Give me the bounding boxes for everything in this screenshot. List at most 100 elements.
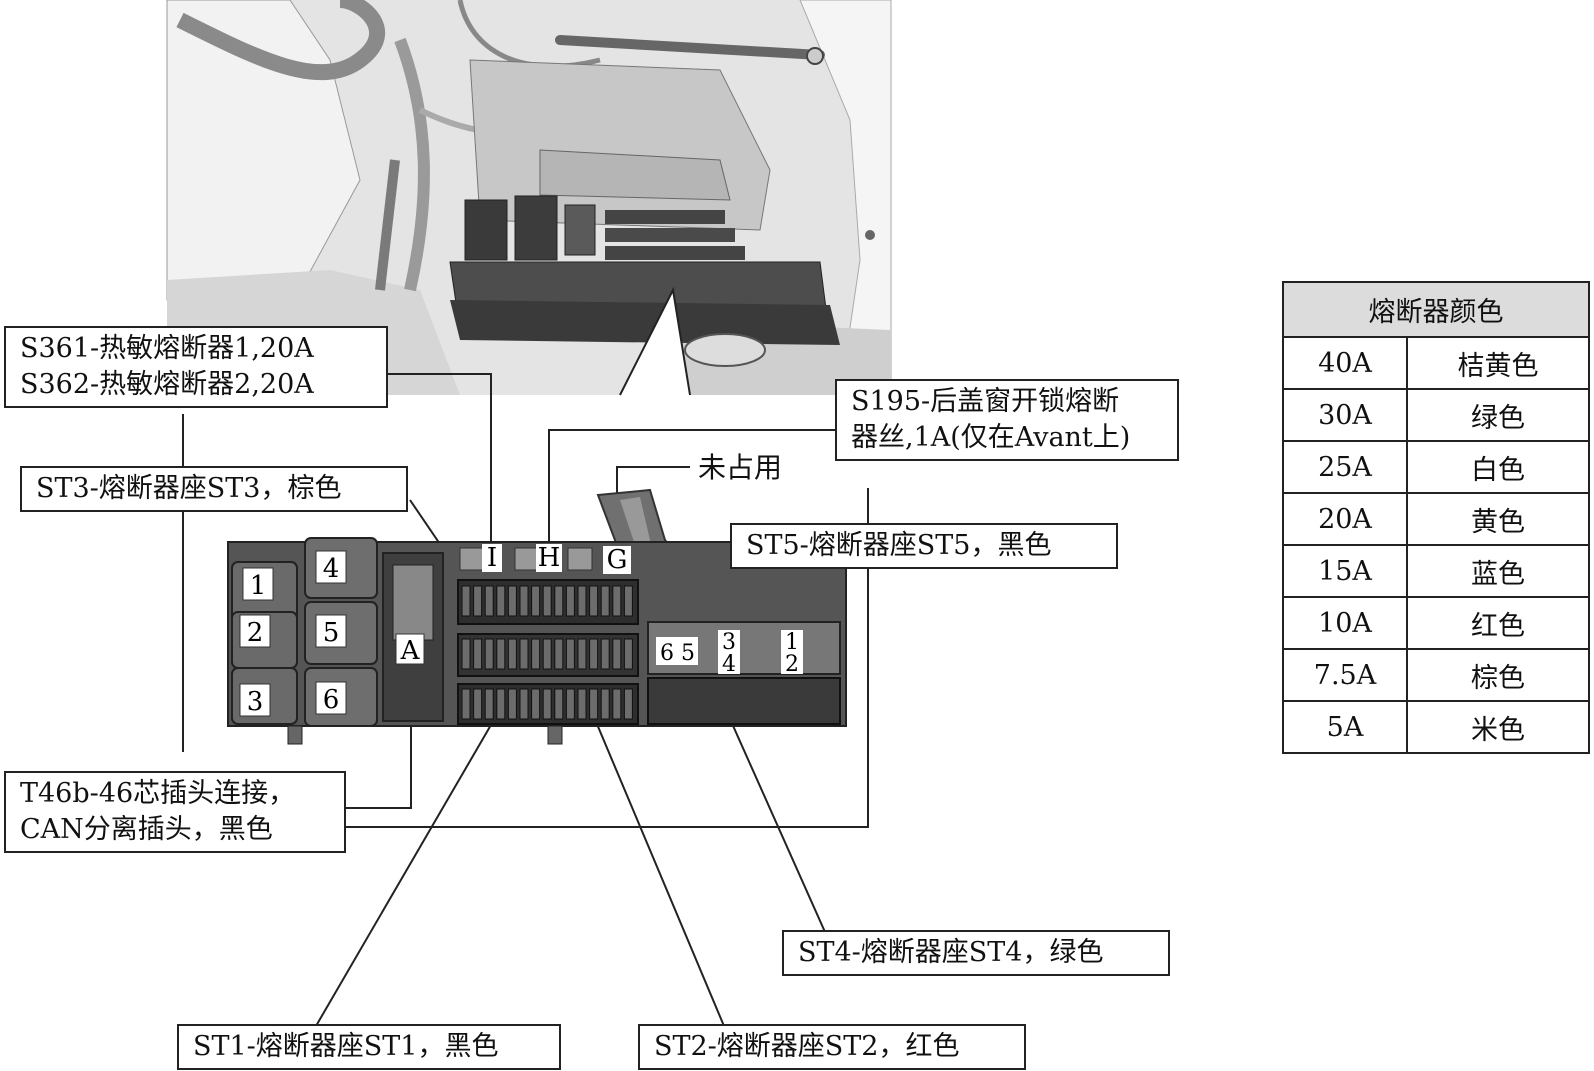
- callout-st1-text: ST1-熔断器座ST1，黑色: [193, 1031, 499, 1062]
- callout-s361-text: S361-热敏熔断器1,20A: [20, 333, 314, 364]
- amp-cell: 30A: [1282, 388, 1408, 442]
- relay-label-3: 3: [247, 687, 264, 717]
- callout-st3: ST3-熔断器座ST3，棕色: [20, 466, 408, 512]
- fuse-slot: [589, 585, 599, 617]
- amp-cell: 15A: [1282, 544, 1408, 598]
- fuse-slot: [542, 688, 552, 720]
- callout-st1: ST1-熔断器座ST1，黑色: [177, 1024, 561, 1070]
- fuse-slot: [600, 585, 610, 617]
- fuse-slot: [600, 688, 610, 720]
- fuse-slot: [507, 638, 517, 670]
- fuse-slot: [600, 638, 610, 670]
- fuse-slot: [473, 688, 483, 720]
- callout-s195-line2: 器丝,1A(仅在Avant上): [851, 422, 1131, 453]
- relay-number-labels: 1 2 3 4 5 6: [239, 550, 347, 717]
- fuse-color-table-header: 熔断器颜色: [1282, 281, 1590, 338]
- fuse-slot: [484, 688, 494, 720]
- callout-st4-text: ST4-熔断器座ST4，绿色: [798, 937, 1104, 968]
- fuse-slot: [473, 585, 483, 617]
- relay-label-4: 4: [323, 554, 340, 584]
- fuse-slot: [554, 585, 564, 617]
- fuse-slot: [496, 638, 506, 670]
- fuse-slot: [577, 585, 587, 617]
- fuse-slot: [612, 638, 622, 670]
- fuse-slot: [496, 585, 506, 617]
- letter-a: A: [400, 636, 421, 666]
- fuse-slot: [531, 585, 541, 617]
- relay-label-2: 2: [247, 618, 264, 648]
- fuse-slot: [531, 638, 541, 670]
- label-unused: 未占用: [698, 451, 783, 484]
- fuse-slot: [519, 638, 529, 670]
- color-cell: 米色: [1406, 700, 1590, 754]
- fuse-slot: [612, 585, 622, 617]
- st5-number: 4: [722, 652, 736, 677]
- trunk-photo: [166, 0, 892, 396]
- fuse-slot: [507, 585, 517, 617]
- callout-s362-text: S362-热敏熔断器2,20A: [20, 369, 314, 400]
- color-cell: 红色: [1406, 596, 1590, 650]
- fuse-slot: [565, 585, 575, 617]
- color-cell: 桔黄色: [1406, 336, 1590, 390]
- fuse-slot: [461, 688, 471, 720]
- fuse-slot: [589, 688, 599, 720]
- st5-number: 5: [681, 641, 695, 666]
- callout-st2: ST2-熔断器座ST2，红色: [638, 1024, 1026, 1070]
- color-cell: 蓝色: [1406, 544, 1590, 598]
- fuse-slot: [507, 688, 517, 720]
- amp-cell: 10A: [1282, 596, 1408, 650]
- relay-label-6: 6: [323, 685, 340, 715]
- fuse-slot: [531, 688, 541, 720]
- fuse-slot: [577, 688, 587, 720]
- color-cell: 棕色: [1406, 648, 1590, 702]
- connector-letters: A I H G: [395, 543, 631, 666]
- callout-st2-text: ST2-熔断器座ST2，红色: [654, 1031, 960, 1062]
- fuse-slot: [589, 638, 599, 670]
- fuse-slot: [623, 638, 633, 670]
- fuse-slot: [484, 585, 494, 617]
- fuse-slot: [542, 585, 552, 617]
- st5-number: 6: [660, 641, 674, 666]
- st5-number: 1: [785, 630, 799, 655]
- st5-position-numbers: 6 5 3 4 1 2: [656, 630, 803, 677]
- callout-st4: ST4-熔断器座ST4，绿色: [782, 930, 1170, 976]
- st5-number: 3: [722, 630, 736, 655]
- letter-h: H: [538, 543, 561, 573]
- fuse-slot: [484, 638, 494, 670]
- callout-t46b-line2: CAN分离插头，黑色: [20, 814, 273, 845]
- callout-s195-line1: S195-后盖窗开锁熔断: [851, 386, 1120, 417]
- color-cell: 白色: [1406, 440, 1590, 494]
- amp-cell: 5A: [1282, 700, 1408, 754]
- fuse-slot: [565, 638, 575, 670]
- color-cell: 黄色: [1406, 492, 1590, 546]
- fuse-slot: [496, 688, 506, 720]
- letter-g: G: [607, 545, 628, 575]
- fuse-slot: [554, 688, 564, 720]
- fuse-slot: [542, 638, 552, 670]
- fuse-slot: [565, 688, 575, 720]
- amp-cell: 7.5A: [1282, 648, 1408, 702]
- callout-t46b-line1: T46b-46芯插头连接，: [20, 778, 296, 809]
- callout-st3-text: ST3-熔断器座ST3，棕色: [36, 473, 342, 504]
- fuse-slot: [577, 638, 587, 670]
- fuse-slot: [623, 688, 633, 720]
- fuse-slot: [473, 638, 483, 670]
- amp-cell: 40A: [1282, 336, 1408, 390]
- amp-cell: 25A: [1282, 440, 1408, 494]
- fuse-slot: [519, 585, 529, 617]
- fuse-slot: [554, 638, 564, 670]
- fuse-slot: [461, 638, 471, 670]
- amp-cell: 20A: [1282, 492, 1408, 546]
- callout-s361-s362: S361-热敏熔断器1,20A S362-热敏熔断器2,20A: [4, 326, 388, 408]
- relay-label-1: 1: [250, 571, 267, 601]
- callout-st5-text: ST5-熔断器座ST5，黑色: [746, 530, 1052, 561]
